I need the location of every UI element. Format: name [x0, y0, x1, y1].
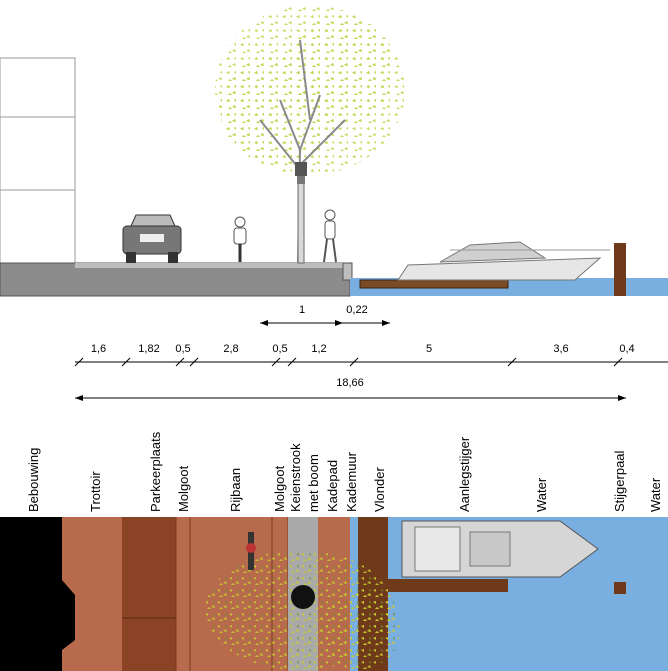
- zone-label-molgoot-1: Molgoot: [176, 465, 191, 512]
- zone-label-aanlegstijger: Aanlegstijger: [457, 436, 472, 512]
- dimension-tick: [613, 357, 623, 367]
- zone-label-keienstrook-2: met boom: [306, 454, 321, 512]
- dimension-tick: [121, 357, 131, 367]
- street-lamp: [295, 162, 307, 184]
- dimension-segment-label: 1,82: [138, 343, 159, 355]
- dimension-tick: [271, 357, 281, 367]
- dimension-segment-label: 3,6: [553, 343, 568, 355]
- boat-elevation: [397, 241, 610, 281]
- dimension-tick: [507, 357, 517, 367]
- building-facade: [0, 57, 76, 264]
- zone-label-kadepad: Kadepad: [325, 460, 340, 512]
- cross-section-elevation: [0, 5, 668, 297]
- dimension-segment-label: 5: [426, 343, 432, 355]
- jetty-deck: [359, 279, 509, 289]
- dimension-segment-label: 0,5: [175, 343, 190, 355]
- dimension-segment-label: 0,4: [619, 343, 634, 355]
- dimension-segment-label: 0,5: [272, 343, 287, 355]
- total-width-label: 18,66: [336, 377, 364, 389]
- dimension-lines: 1 0,22 1,6 1,82 0,5 2,8 0,5 1,2 5 3,6 0,4 18,66: [74, 304, 668, 401]
- plan-parking: [122, 517, 176, 671]
- zone-label-parkeerplaats: Parkeerplaats: [148, 431, 163, 512]
- zone-label-bebouwing: Bebouwing: [26, 448, 41, 512]
- dimension-tick: [175, 357, 185, 367]
- mooring-post: [614, 243, 626, 296]
- plan-view: [0, 517, 668, 671]
- tree-plan-icon: [205, 550, 400, 670]
- dimension-tick: [189, 357, 199, 367]
- zone-label-kademuur: Kademuur: [344, 451, 359, 512]
- zone-label-rijbaan: Rijbaan: [228, 468, 243, 512]
- zone-label-water-1: Water: [534, 477, 549, 512]
- dimension-segment-label: 1,6: [91, 343, 106, 355]
- dimension-1-label: 1: [299, 304, 305, 316]
- tree-elevation: [215, 5, 405, 264]
- plan-mooring-post: [614, 582, 626, 594]
- zone-label-stijgerpaal: Stijgerpaal: [612, 450, 627, 512]
- dimension-022-label: 0,22: [346, 304, 367, 316]
- cyclist-icon: [233, 216, 247, 262]
- dimension-tick: [287, 357, 297, 367]
- zone-label-trottoir: Trottoir: [88, 471, 103, 512]
- dimension-segment-label: 2,8: [223, 343, 238, 355]
- dimension-segment-label: 1,2: [311, 343, 326, 355]
- plan-jetty: [388, 579, 508, 592]
- ground-section: [0, 262, 353, 297]
- car-icon: [122, 214, 182, 263]
- zone-label-vlonder: Vlonder: [372, 467, 387, 512]
- zone-labels: Bebouwing Trottoir Parkeerplaats Molgoot Rij…: [26, 431, 663, 512]
- boat-plan-icon: [401, 520, 599, 578]
- dimension-tick: [74, 357, 84, 367]
- bicycle-plan-icon: [246, 532, 256, 570]
- zone-label-water-2: Water: [648, 477, 663, 512]
- plan-building: [0, 517, 75, 671]
- zone-label-keienstrook-1: Keienstrook: [288, 443, 303, 512]
- dimension-tick: [349, 357, 359, 367]
- zone-label-molgoot-2: Molgoot: [272, 465, 287, 512]
- pedestrian-icon: [323, 209, 337, 263]
